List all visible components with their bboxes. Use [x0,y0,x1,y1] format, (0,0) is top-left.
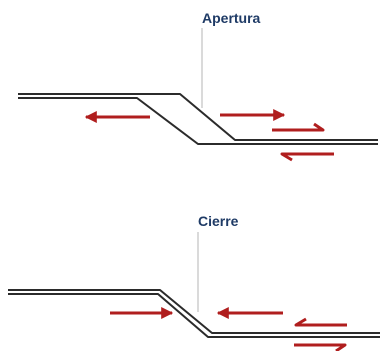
opening-shear-arrow-left [280,152,334,162]
closing-label: Cierre [198,213,239,229]
opening-label: Apertura [202,10,261,26]
closing-upper-surface [8,289,380,334]
closing-shear-arrow-right [294,343,347,351]
opening-inner-surface [18,97,378,145]
closing-shear-arrow-left [294,317,347,327]
opening-panel [18,28,378,162]
closing-lower-surface [8,293,380,338]
closing-panel [8,232,380,351]
opening-shear-arrow-right [272,122,325,132]
opening-outer-surface [18,93,378,141]
